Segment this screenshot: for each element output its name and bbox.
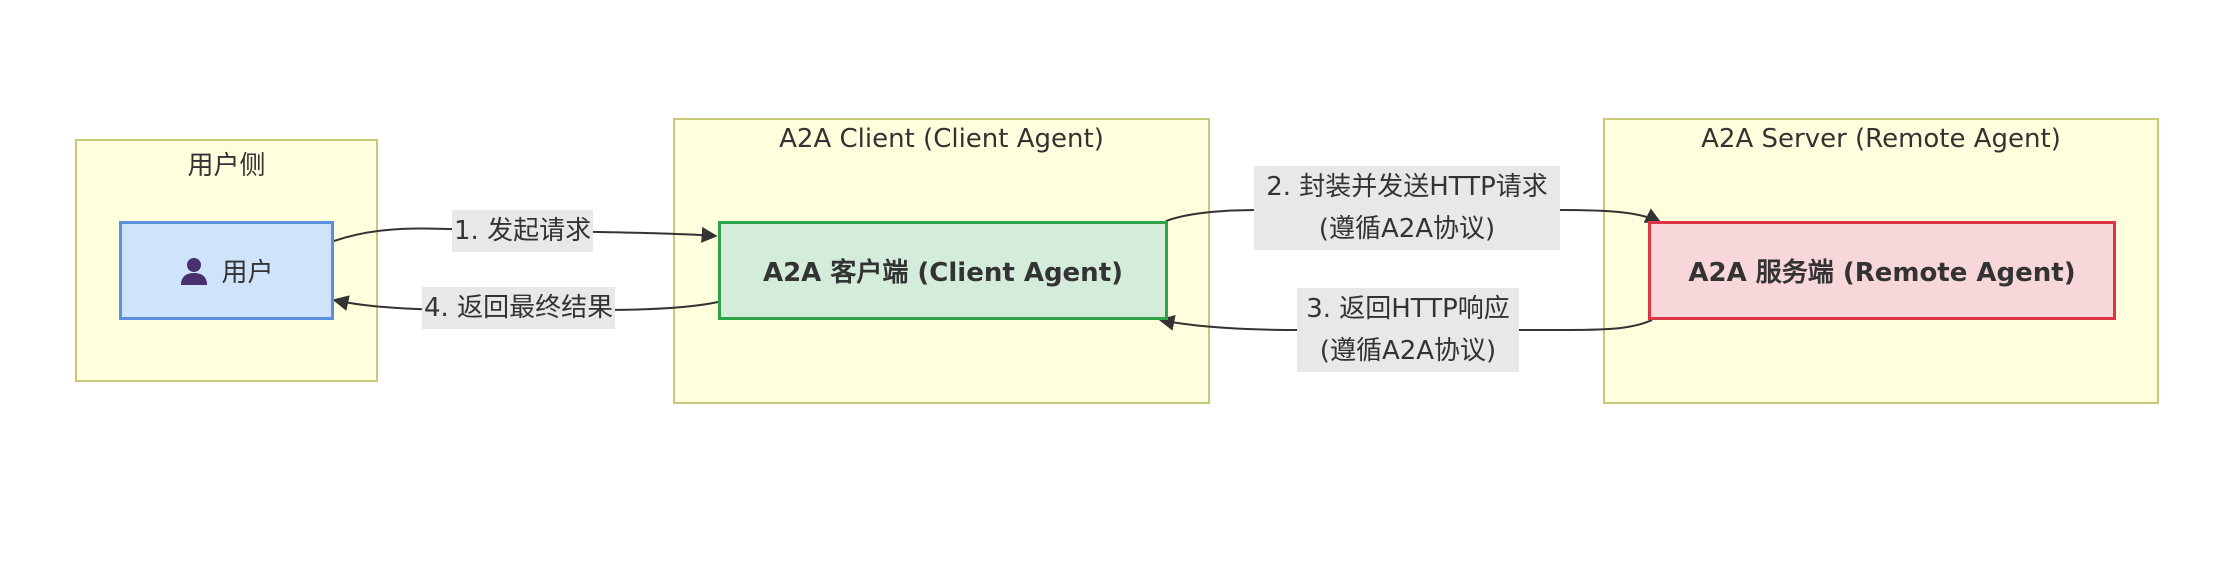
cluster-title-user-side: 用户侧	[187, 151, 266, 181]
node-user[interactable]: 用户	[119, 221, 334, 320]
edge-2-label-line2: (遵循A2A协议)	[1318, 214, 1496, 244]
cluster-title-client: A2A Client (Client Agent)	[779, 124, 1104, 154]
edge-4-label-text: 4. 返回最终结果	[424, 293, 614, 323]
edge-2-label-line1: 2. 封装并发送HTTP请求	[1266, 172, 1548, 202]
edge-2-label: 2. 封装并发送HTTP请求 (遵循A2A协议)	[1254, 166, 1560, 250]
node-server[interactable]: A2A 服务端 (Remote Agent)	[1648, 221, 2116, 320]
edge-3-label-line2: (遵循A2A协议)	[1319, 336, 1497, 366]
node-client-label: A2A 客户端 (Client Agent)	[762, 258, 1124, 288]
node-server-label: A2A 服务端 (Remote Agent)	[1688, 258, 2076, 288]
node-client[interactable]: A2A 客户端 (Client Agent)	[718, 221, 1168, 320]
cluster-title-server: A2A Server (Remote Agent)	[1701, 124, 2061, 154]
edge-3-label: 3. 返回HTTP响应 (遵循A2A协议)	[1297, 288, 1519, 372]
edge-3-label-line1: 3. 返回HTTP响应	[1306, 294, 1510, 324]
edge-1-label: 1. 发起请求	[452, 210, 594, 252]
edge-1-label-text: 1. 发起请求	[454, 216, 592, 246]
node-user-label: 用户	[221, 258, 274, 288]
user-icon	[179, 256, 209, 286]
edge-4-label: 4. 返回最终结果	[422, 287, 616, 329]
